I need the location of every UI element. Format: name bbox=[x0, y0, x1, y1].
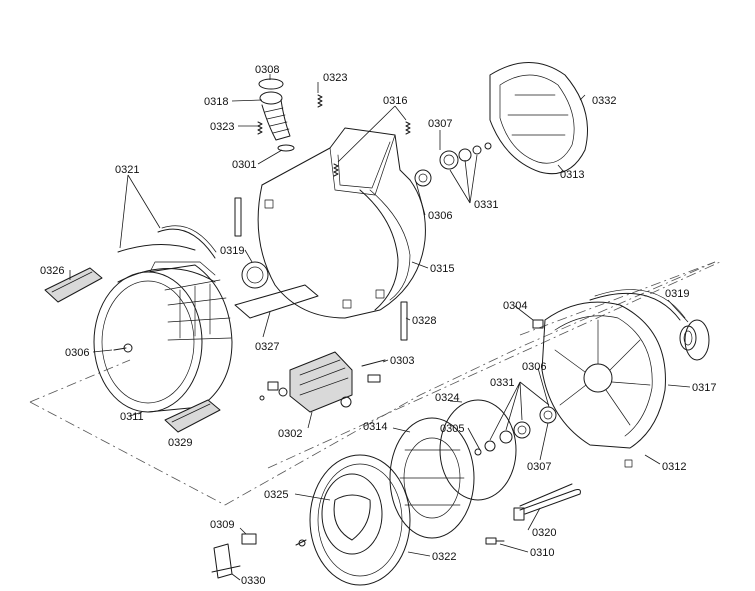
label-0320: 0320 bbox=[532, 527, 556, 539]
spring-parts bbox=[257, 94, 411, 177]
screw-part bbox=[295, 539, 307, 547]
label-0330: 0330 bbox=[241, 575, 265, 587]
tub-rear-part bbox=[541, 289, 686, 468]
label-0306-top: 0306 bbox=[428, 210, 452, 222]
label-0304: 0304 bbox=[503, 300, 527, 312]
door-glass-part bbox=[321, 473, 383, 555]
seal-part-0319a bbox=[241, 261, 269, 289]
label-0318: 0318 bbox=[204, 96, 228, 108]
label-0323-left: 0323 bbox=[210, 121, 234, 133]
clip-part-0304 bbox=[532, 319, 544, 329]
label-0323-top: 0323 bbox=[323, 72, 347, 84]
label-0315: 0315 bbox=[430, 263, 454, 275]
seal-part-0319b bbox=[679, 325, 697, 351]
tub-ring-part-0314 bbox=[389, 417, 475, 539]
label-0331-bottom: 0331 bbox=[490, 377, 514, 389]
bolt-part-0303 bbox=[361, 359, 386, 367]
label-0311: 0311 bbox=[120, 411, 144, 423]
sensor-part bbox=[485, 537, 505, 545]
label-0319-left: 0319 bbox=[220, 245, 244, 257]
label-0316: 0316 bbox=[383, 95, 407, 107]
label-0309: 0309 bbox=[210, 519, 234, 531]
label-0324: 0324 bbox=[435, 392, 459, 404]
label-0302: 0302 bbox=[278, 428, 302, 440]
drum-part bbox=[93, 261, 233, 413]
bearing-parts-lower bbox=[474, 406, 557, 456]
label-0314: 0314 bbox=[363, 421, 387, 433]
label-0329: 0329 bbox=[168, 437, 192, 449]
gasket-part-0317 bbox=[684, 319, 710, 361]
bracket-part bbox=[211, 533, 257, 579]
plate-part bbox=[234, 284, 319, 319]
label-0306-left: 0306 bbox=[65, 347, 89, 359]
label-0313: 0313 bbox=[560, 169, 584, 181]
label-0303: 0303 bbox=[390, 355, 414, 367]
label-0305: 0305 bbox=[440, 423, 464, 435]
label-0325: 0325 bbox=[264, 489, 288, 501]
part-labels: 0308 0323 0318 0323 0316 0307 0301 0332 … bbox=[40, 64, 716, 587]
leader-lines bbox=[69, 74, 691, 581]
label-0322: 0322 bbox=[432, 551, 456, 563]
label-0306-right: 0306 bbox=[522, 361, 546, 373]
label-0312: 0312 bbox=[662, 461, 686, 473]
label-0321: 0321 bbox=[115, 164, 139, 176]
label-0319-right: 0319 bbox=[665, 288, 689, 300]
paddle-part-0326 bbox=[44, 267, 103, 303]
label-0307-top: 0307 bbox=[428, 118, 452, 130]
label-0328: 0328 bbox=[412, 315, 436, 327]
drum-rods-part bbox=[117, 225, 217, 259]
label-0331-top: 0331 bbox=[474, 199, 498, 211]
bearing-parts-upper bbox=[414, 142, 492, 187]
heater-part bbox=[513, 483, 581, 521]
damper-parts bbox=[234, 197, 408, 341]
bellows-part bbox=[258, 78, 295, 152]
label-0317: 0317 bbox=[692, 382, 716, 394]
paddle-part-0329 bbox=[164, 399, 221, 433]
tub-front-part bbox=[257, 127, 426, 319]
label-0327: 0327 bbox=[255, 341, 279, 353]
label-0310: 0310 bbox=[530, 547, 554, 559]
label-0332: 0332 bbox=[592, 95, 616, 107]
motor-part bbox=[259, 351, 381, 413]
rear-tub-part bbox=[489, 62, 588, 175]
door-ring-part bbox=[309, 454, 411, 586]
separation-lines bbox=[29, 261, 721, 506]
label-0307-bottom: 0307 bbox=[527, 461, 551, 473]
label-0308: 0308 bbox=[255, 64, 279, 76]
label-0301: 0301 bbox=[232, 159, 256, 171]
label-0326: 0326 bbox=[40, 265, 64, 277]
